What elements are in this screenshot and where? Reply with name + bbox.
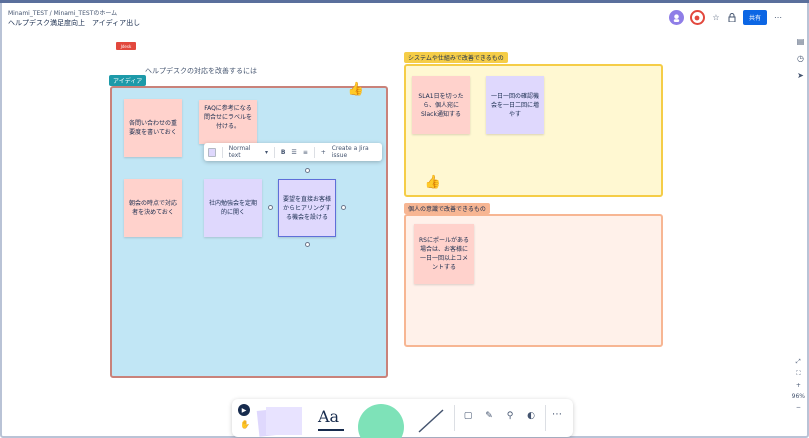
avatar[interactable] bbox=[668, 10, 684, 25]
sticky-note[interactable]: 社内勉強会を定期的に開く bbox=[204, 179, 262, 237]
sticky-note[interactable]: 朝会の時点で対応者を決めておく bbox=[124, 179, 182, 237]
idea-section-label[interactable]: アイディア bbox=[109, 75, 147, 86]
zoom-level: 96% bbox=[791, 393, 805, 400]
text-tool-underline bbox=[318, 429, 344, 431]
frame-icon[interactable]: ▢ bbox=[463, 411, 473, 421]
creation-toolbar: ▶ ✋ Aa ▢ ✎ ⚲ ◐ ⋯ bbox=[232, 399, 573, 438]
chevron-down-icon[interactable]: ▾ bbox=[264, 148, 268, 156]
sticky-preview bbox=[266, 407, 302, 435]
sticky-note[interactable]: 各問い合わせの重要度を書いておく bbox=[124, 99, 182, 157]
sticky-note[interactable]: SLA1日を切ったら、個人宛にSlack通知する bbox=[412, 76, 470, 134]
divider bbox=[313, 146, 315, 158]
lock-icon[interactable] bbox=[727, 13, 737, 23]
sticky-note[interactable]: RSにポールがある場合は、お客様に一日一回以上コメントする bbox=[414, 224, 474, 284]
thumbs-up-icon[interactable]: 👍 bbox=[347, 81, 365, 97]
sticky-note-selected[interactable]: 要望を直接お客様からヒアリングする機会を設ける bbox=[278, 179, 336, 237]
sticky-note[interactable]: 一日一回の確認機会を一日二回に増やす bbox=[486, 76, 544, 134]
header-actions: ☆ 共有 ⋯ bbox=[668, 10, 783, 25]
divider bbox=[545, 405, 546, 431]
shape-tool[interactable] bbox=[358, 404, 404, 438]
list-icon[interactable]: ☰ bbox=[291, 148, 297, 156]
text-tool[interactable]: Aa bbox=[318, 407, 340, 426]
sticky-tool[interactable] bbox=[256, 403, 304, 437]
thumbs-up-icon[interactable]: 👍 bbox=[424, 174, 442, 190]
resize-handle[interactable] bbox=[341, 205, 346, 210]
system-section-label[interactable]: システムや仕組みで改善できるもの bbox=[404, 52, 508, 63]
fit-icon[interactable]: ⤢ bbox=[795, 358, 801, 365]
color-picker[interactable] bbox=[208, 147, 216, 157]
text-style-dropdown[interactable]: Normal text bbox=[228, 145, 251, 159]
sticky-note[interactable]: FAQに参考になる問合せにラベルを付ける。 bbox=[199, 100, 257, 144]
plus-icon[interactable]: + bbox=[320, 148, 326, 156]
hand-icon[interactable]: ✋ bbox=[240, 420, 250, 429]
breadcrumb[interactable]: Minami_TEST / Minami_TESTのホーム bbox=[8, 10, 118, 17]
board-title[interactable]: ヘルプデスクの対応を改善するには bbox=[145, 67, 257, 75]
bold-button[interactable]: B bbox=[280, 148, 286, 156]
divider bbox=[221, 146, 223, 158]
top-accent-bar bbox=[0, 0, 809, 3]
expand-icon[interactable]: ⛶ bbox=[796, 370, 801, 377]
play-icon[interactable]: ▶ bbox=[238, 404, 250, 416]
star-icon[interactable]: ☆ bbox=[712, 13, 720, 22]
avatar[interactable] bbox=[689, 10, 705, 25]
stamp-icon[interactable]: ⚲ bbox=[506, 411, 514, 421]
resize-handle[interactable] bbox=[305, 242, 310, 247]
right-rail: ▤ ◷ ➤ bbox=[795, 36, 806, 81]
more-icon[interactable]: ⋯ bbox=[552, 409, 562, 420]
resize-handle[interactable] bbox=[268, 205, 273, 210]
clock-icon[interactable]: ◷ bbox=[797, 54, 804, 63]
resize-handle[interactable] bbox=[305, 168, 310, 173]
zoom-out-button[interactable]: − bbox=[795, 404, 801, 411]
create-issue-button[interactable]: Create a Jira issue bbox=[331, 145, 369, 159]
align-icon[interactable]: ≡ bbox=[302, 148, 308, 156]
divider bbox=[274, 146, 275, 158]
divider bbox=[454, 405, 455, 431]
sticky-format-toolbar: Normal text ▾ B ☰ ≡ + Create a Jira issu… bbox=[204, 143, 382, 161]
share-button[interactable]: 共有 bbox=[742, 10, 767, 25]
page-title: ヘルプデスク満足度向上 アイディア出し bbox=[8, 19, 141, 27]
more-icon[interactable]: ⋯ bbox=[774, 13, 782, 22]
workspace-logo: Jdesk bbox=[116, 42, 136, 50]
tool-icons: ▢ ✎ ⚲ ◐ bbox=[462, 410, 537, 422]
zoom-in-button[interactable]: + bbox=[795, 382, 801, 389]
magic-icon[interactable]: ✎ bbox=[485, 411, 493, 421]
pointer-icon[interactable]: ➤ bbox=[797, 71, 804, 80]
personal-section-label[interactable]: 個人の意識で改善できるもの bbox=[404, 203, 490, 214]
line-tool[interactable] bbox=[416, 407, 446, 435]
zoom-controls: ⤢ ⛶ + 96% − bbox=[792, 358, 805, 411]
panel-icon[interactable]: ▤ bbox=[796, 37, 805, 46]
palette-icon[interactable]: ◐ bbox=[527, 411, 535, 421]
